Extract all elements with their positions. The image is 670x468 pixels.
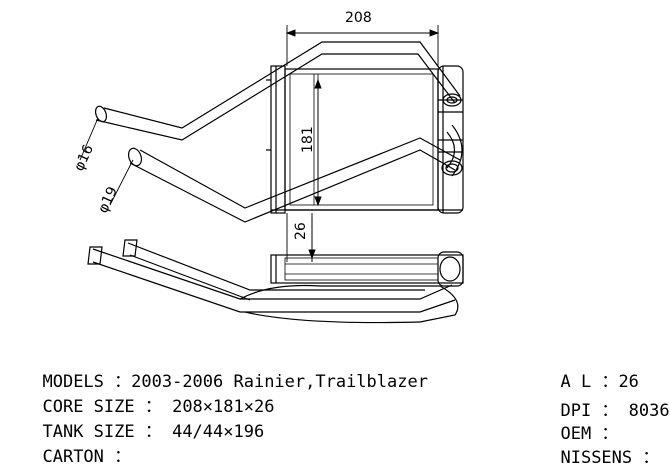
pipe-outlet-phi19 — [127, 124, 463, 223]
spec-oem-label: OEM ： — [560, 424, 619, 444]
inlet-diameter-label: φ16 — [71, 142, 97, 173]
spec-dpi-value: 8036 — [628, 401, 670, 421]
spec-dpi: DPI ： 8036 — [540, 381, 670, 421]
outlet-diameter-label: φ19 — [95, 184, 121, 215]
spec-models-label: MODELS ： — [42, 372, 132, 392]
spec-tank-size-label: TANK SIZE ： — [42, 422, 173, 442]
spec-core-size: CORE SIZE ： 208×181×26 — [22, 377, 274, 417]
spec-models-value: 2003-2006 Rainier,Trailblazer — [131, 372, 428, 392]
spec-dpi-label: DPI ： — [560, 401, 629, 421]
dimension-height-label: 181 — [300, 126, 316, 153]
spec-tank-size: TANK SIZE ： 44/44×196 — [22, 402, 264, 442]
spec-models: MODELS ：2003-2006 Rainier,Trailblazer — [22, 352, 428, 392]
spec-tank-size-value: 44/44×196 — [172, 422, 265, 442]
spec-nissens: NISSENS ： — [540, 428, 659, 468]
spec-core-size-value: 208×181×26 — [172, 397, 275, 417]
dimension-thickness-label: 26 — [293, 222, 309, 240]
heater-core-drawing: 208 181 26 φ16 φ19 — [71, 10, 464, 324]
spec-oem: OEM ： — [540, 404, 618, 444]
spec-nissens-label: NISSENS ： — [560, 448, 660, 468]
spec-al: A L ：26 — [540, 352, 639, 392]
core-side-view — [270, 251, 464, 287]
spec-al-label: A L ： — [560, 372, 619, 392]
spec-carton-label: CARTON ： — [42, 447, 132, 467]
dimension-width-label: 208 — [345, 10, 372, 26]
core-front-view — [266, 65, 464, 214]
spec-core-size-label: CORE SIZE ： — [42, 397, 173, 417]
pipe-inlet-phi16 — [94, 41, 462, 141]
dimension-height — [314, 78, 322, 207]
spec-al-value: 26 — [618, 372, 639, 392]
pipes-side-view — [87, 239, 459, 324]
spec-carton: CARTON ： — [22, 427, 131, 467]
dimension-width — [285, 25, 440, 66]
